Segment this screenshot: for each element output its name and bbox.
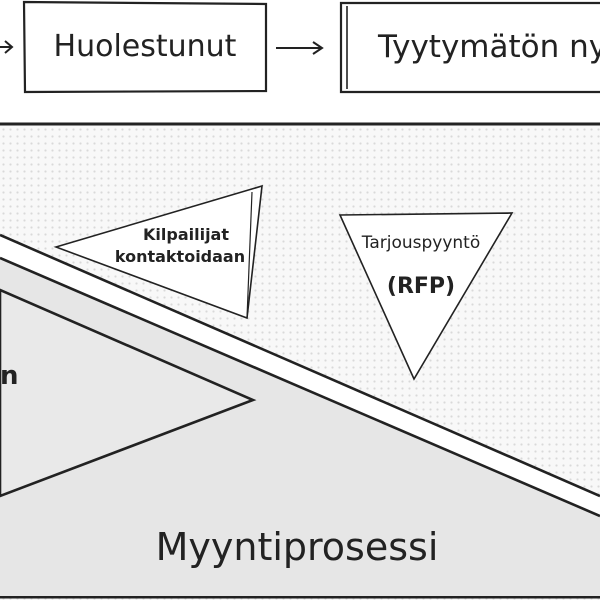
competitors-triangle: Kilpailijat kontaktoidaan [53, 184, 263, 320]
flow-row: Huolestunut Tyytymätön nyk [0, 0, 600, 94]
flow-step-dissatisfied-label: Tyytymätön nyk [377, 29, 600, 65]
rfp-label-line2: (RFP) [387, 274, 455, 299]
inner-arrow-triangle: n [0, 288, 257, 498]
competitors-label-line1: Kilpailijat [143, 225, 229, 244]
competitors-label-line2: kontaktoidaan [115, 247, 245, 266]
flow-box-dissatisfied: Tyytymätön nyk [339, 1, 600, 94]
left-partial-label: n [0, 361, 19, 391]
rfp-label-line1: Tarjouspyyntö [361, 233, 481, 253]
arrow-icon-left [0, 40, 14, 54]
sales-process-label: Myyntiprosessi [156, 525, 439, 569]
rfp-triangle: Tarjouspyyntö (RFP) [338, 212, 514, 381]
flow-box-worried: Huolestunut [22, 0, 268, 94]
flow-step-worried-label: Huolestunut [54, 29, 237, 64]
arrow-icon-middle [276, 41, 324, 55]
main-panel: n Kilpailijat kontaktoidaan Tarjouspyynt… [0, 122, 600, 600]
sales-process-wedge [0, 233, 600, 596]
